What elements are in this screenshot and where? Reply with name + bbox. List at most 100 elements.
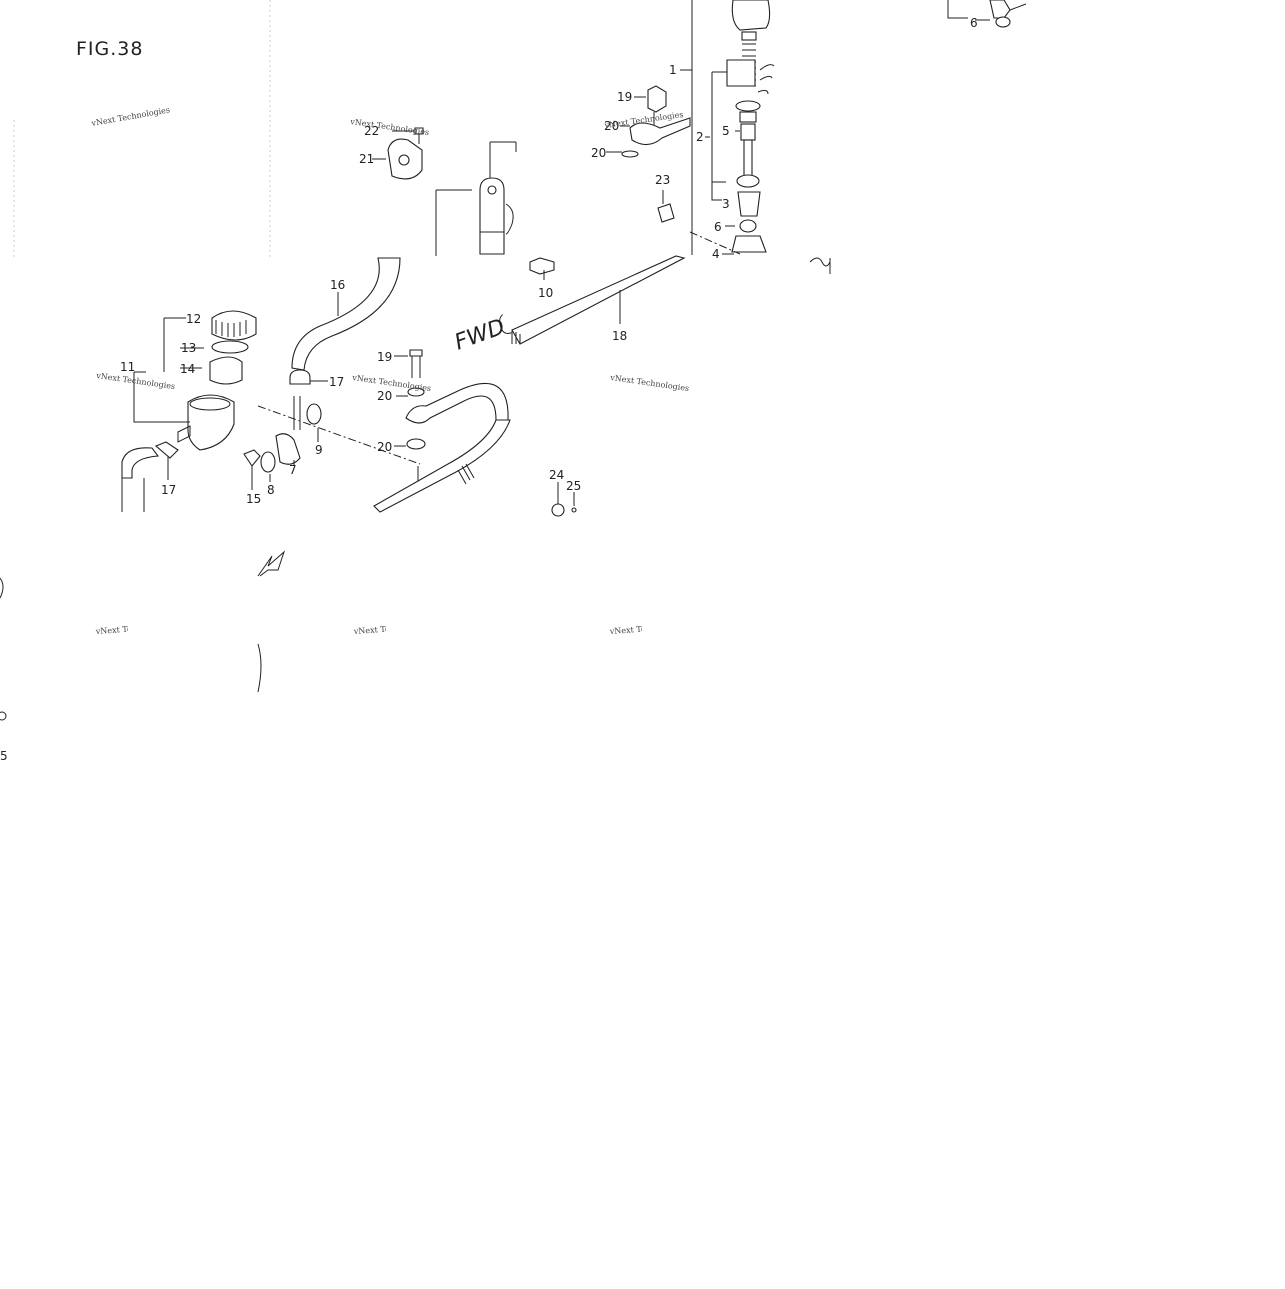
joint-pipe <box>293 396 301 430</box>
watermark-2: vNext Technologies <box>349 117 430 137</box>
callout-20-c: 20 <box>377 389 392 403</box>
top-right-part <box>947 0 1027 28</box>
callout-19-center: 19 <box>377 350 392 364</box>
leader-1 <box>680 0 693 255</box>
arm-top-right <box>1009 3 1027 11</box>
reservoir-rim <box>189 397 231 411</box>
assembly-centerline <box>257 405 421 465</box>
callout-2: 2 <box>696 130 704 144</box>
callout-15: 15 <box>246 492 261 506</box>
master-cylinder-assembly <box>606 0 775 255</box>
banjo-shank <box>411 356 421 378</box>
watermark-text: vNext Technologies <box>353 621 434 636</box>
fwd-indicator: FWD <box>452 314 512 356</box>
callout-14: 14 <box>180 362 195 376</box>
piston-part <box>726 59 756 87</box>
callout-6-top: 6 <box>970 16 978 30</box>
reservoir-detail <box>480 203 514 235</box>
watermark-text: vNext Technologies <box>609 621 690 636</box>
connector-parts <box>243 396 421 490</box>
hose-end <box>511 330 521 344</box>
reservoir-cap <box>487 185 497 195</box>
left-edge-circle <box>0 711 7 721</box>
leaders-24-25 <box>557 482 575 506</box>
banjo-bolt <box>647 85 667 113</box>
callout-7: 7 <box>289 463 297 477</box>
hose-stub <box>757 64 775 95</box>
spring-seat <box>741 31 757 41</box>
callout-21: 21 <box>359 152 374 166</box>
lower-fragments <box>0 550 286 721</box>
callout-17-lower: 17 <box>161 483 176 497</box>
hose-center-lower <box>373 419 511 513</box>
plate-14 <box>209 356 243 385</box>
pin-25 <box>571 507 577 513</box>
callout-3: 3 <box>722 197 730 211</box>
joint-7 <box>275 433 301 465</box>
bracket-hole <box>398 154 410 166</box>
banjo-19 <box>409 349 423 357</box>
callout-25: 25 <box>566 479 581 493</box>
callout-16: 16 <box>330 278 345 292</box>
watermark-fragment-2: vNext Technologies <box>353 621 434 636</box>
reservoir-parts-stack <box>121 310 257 512</box>
callout-8: 8 <box>267 483 275 497</box>
callout-12: 12 <box>186 312 201 326</box>
callout-20-a: 20 <box>604 119 619 133</box>
clevis-top-right <box>989 0 1011 19</box>
leaders-21-22 <box>372 130 420 160</box>
callout-6: 6 <box>714 220 722 234</box>
callout-22: 22 <box>364 124 379 138</box>
watermark-fragment-3: vNext Technologies <box>609 621 690 636</box>
diaphragm-13 <box>211 340 249 354</box>
washer-part <box>735 100 761 112</box>
push-rod <box>743 139 753 179</box>
callout-20-b: 20 <box>591 146 606 160</box>
callout-11: 11 <box>120 360 135 374</box>
callout-17: 17 <box>329 375 344 389</box>
watermark-fragment-1: vNext Technologies <box>95 621 176 636</box>
boot-part <box>731 0 771 31</box>
brake-hose-18 <box>511 255 831 345</box>
hose-lower-stub <box>121 478 145 512</box>
reservoir-nozzle <box>177 425 191 443</box>
callout-5-edge: 5 <box>0 749 8 763</box>
callout-13: 13 <box>181 341 196 355</box>
leader-5 <box>705 130 740 138</box>
watermark-1: vNext Technologies <box>90 105 171 128</box>
brake-hose-center <box>373 349 511 513</box>
watermark-6: vNext Technologies <box>609 373 690 393</box>
callout-1: 1 <box>669 63 677 77</box>
screw-22 <box>414 127 424 135</box>
callout-numbers: 1 2 3 4 5 6 6 7 8 9 10 11 12 13 14 15 16… <box>0 16 978 763</box>
hose-fitting <box>629 117 691 146</box>
screw-15 <box>243 449 261 467</box>
watermark-text: vNext Technologies <box>95 621 176 636</box>
reservoir-11 <box>187 394 235 451</box>
left-edge-fragment <box>0 577 4 599</box>
callout-24: 24 <box>549 468 564 482</box>
seal-part <box>739 111 757 123</box>
right-fragment <box>809 257 831 274</box>
clip-9 <box>306 403 322 425</box>
pin-part <box>657 203 675 223</box>
bolt-10 <box>529 257 555 275</box>
nut-part <box>739 219 757 233</box>
reservoir-hose-16 <box>289 257 401 385</box>
callout-5: 5 <box>722 124 730 138</box>
hose-18 <box>511 255 686 345</box>
nut-top-right <box>995 16 1011 28</box>
callout-20-d: 20 <box>377 440 392 454</box>
curve-fragment <box>257 643 262 693</box>
reservoir-tank <box>435 141 555 280</box>
watermark-text: vNext Technologies <box>609 373 690 393</box>
figure-title: FIG.38 <box>76 38 144 60</box>
bracket-11 <box>133 317 204 423</box>
callout-19: 19 <box>617 90 632 104</box>
clamp-lower-left <box>154 441 179 459</box>
washer-20b <box>406 438 426 450</box>
snap-ring <box>736 174 760 188</box>
hose-lower-left <box>121 447 160 479</box>
callout-10: 10 <box>538 286 553 300</box>
